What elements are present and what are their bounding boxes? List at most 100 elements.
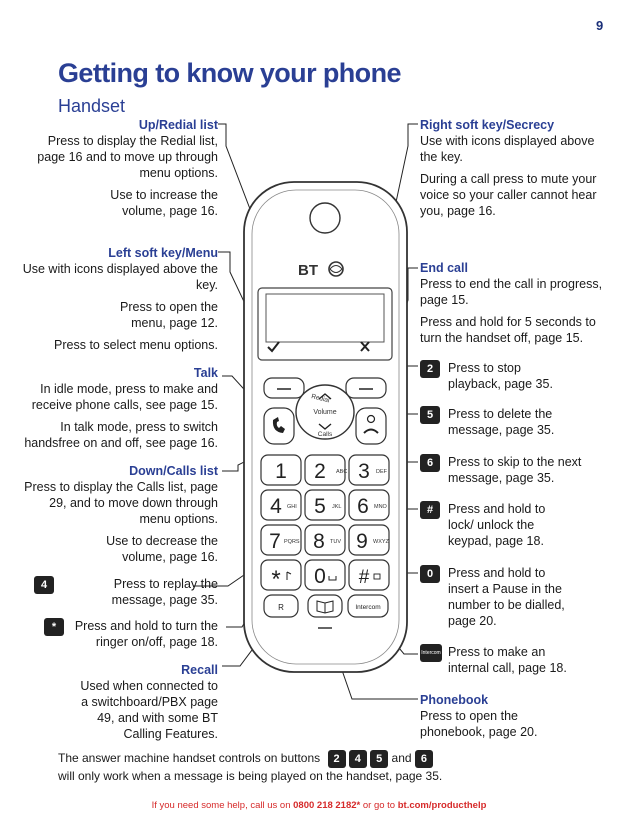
callout-heading: Left soft key/Menu bbox=[108, 246, 218, 260]
callout-text: Press to open the phonebook, page 20. bbox=[420, 709, 538, 739]
callout-text: Press to display the Calls list, page 29… bbox=[24, 480, 218, 526]
nav-up-arrow-icon bbox=[318, 393, 332, 400]
callout-text: In idle mode, press to make and receive … bbox=[31, 382, 218, 412]
callout-key-star: * Press and hold to turn the ringer on/o… bbox=[44, 618, 218, 650]
intercom-key-icon: Intercom bbox=[420, 644, 442, 662]
callout-text: Press to select menu options. bbox=[54, 338, 218, 352]
callout-heading: Right soft key/Secrecy bbox=[420, 118, 555, 132]
display-screen bbox=[265, 293, 385, 343]
key-star[interactable]: * bbox=[260, 559, 302, 593]
key-5[interactable]: 5 JKL bbox=[304, 489, 346, 521]
callout-text: Press to replay the message, page 35. bbox=[111, 577, 218, 607]
key-intercom[interactable]: Intercom bbox=[347, 594, 389, 618]
svg-text:TUV: TUV bbox=[330, 539, 341, 545]
svg-text:R: R bbox=[278, 603, 284, 612]
key-9[interactable]: 9 WXYZ bbox=[348, 524, 390, 556]
svg-text:4: 4 bbox=[270, 495, 282, 518]
page-title: Getting to know your phone bbox=[58, 58, 401, 88]
navigation-key[interactable] bbox=[295, 384, 355, 440]
power-icon bbox=[366, 414, 376, 424]
key-2-icon: 2 bbox=[327, 750, 346, 768]
brand-globe-icon bbox=[328, 261, 344, 277]
svg-text:2: 2 bbox=[314, 460, 326, 483]
key-1[interactable]: 1 bbox=[260, 454, 302, 486]
left-soft-key[interactable] bbox=[263, 377, 305, 399]
callout-left-soft-key: Left soft key/Menu Use with icons displa… bbox=[6, 245, 218, 353]
svg-text:5: 5 bbox=[314, 495, 326, 518]
callout-right-soft-key: Right soft key/Secrecy Use with icons di… bbox=[420, 117, 612, 219]
svg-text:Intercom: Intercom bbox=[355, 604, 380, 611]
end-call-key[interactable] bbox=[355, 407, 387, 445]
key-phonebook[interactable] bbox=[307, 594, 343, 618]
key-8[interactable]: 8 TUV bbox=[304, 524, 346, 556]
key-4[interactable]: 4 GHI bbox=[260, 489, 302, 521]
page-number: 9 bbox=[596, 18, 604, 33]
key-4-icon: 4 bbox=[34, 576, 54, 594]
callout-key-hash: # Press and hold to lock/ unlock the key… bbox=[420, 501, 600, 549]
callout-recall: Recall Used when connected to a switchbo… bbox=[78, 662, 218, 742]
key-3[interactable]: 3 DEF bbox=[348, 454, 390, 486]
callout-heading: End call bbox=[420, 261, 468, 275]
svg-text:7: 7 bbox=[269, 530, 281, 553]
callout-text: Press to stop playback, page 35. bbox=[448, 361, 553, 391]
callout-text: Press to display the Redial list, page 1… bbox=[37, 134, 218, 180]
svg-text:6: 6 bbox=[357, 495, 369, 518]
callout-text: Press to delete the message, page 35. bbox=[448, 407, 555, 437]
callout-text: In talk mode, press to switch handsfree … bbox=[24, 420, 218, 450]
cross-icon bbox=[360, 341, 370, 352]
note-line-1: The answer machine handset controls on b… bbox=[58, 748, 578, 768]
callout-up-redial: Up/Redial list Press to display the Redi… bbox=[6, 117, 218, 219]
key-4-icon: 4 bbox=[348, 750, 367, 768]
lock-icon bbox=[373, 573, 381, 580]
footer-phone: 0800 218 2182* bbox=[293, 800, 361, 811]
callout-key-5: 5 Press to delete the message, page 35. bbox=[420, 406, 600, 438]
key-7[interactable]: 7 PQRS bbox=[260, 524, 302, 556]
phonebook-icon bbox=[316, 600, 334, 614]
callout-intercom: Intercom Press to make an internal call,… bbox=[420, 644, 600, 676]
key-2[interactable]: 2 ABC bbox=[304, 454, 347, 486]
right-soft-key[interactable] bbox=[345, 377, 387, 399]
earpiece bbox=[309, 202, 341, 234]
ringer-note-icon bbox=[286, 571, 292, 580]
space-icon bbox=[328, 576, 337, 581]
key-6[interactable]: 6 MNO bbox=[348, 489, 390, 521]
talk-key[interactable] bbox=[263, 407, 295, 445]
callout-heading: Phonebook bbox=[420, 693, 489, 707]
key-hash[interactable]: # bbox=[348, 559, 390, 591]
svg-text:9: 9 bbox=[356, 530, 368, 553]
svg-text:0: 0 bbox=[314, 565, 326, 588]
key-2-icon: 2 bbox=[420, 360, 440, 378]
callout-text: Use to increase the volume, page 16. bbox=[110, 188, 218, 218]
svg-text:1: 1 bbox=[275, 460, 287, 483]
footer-text: If you need some help, call us on bbox=[151, 800, 291, 811]
key-star-icon: * bbox=[44, 618, 64, 636]
note-and: and bbox=[391, 751, 412, 765]
key-5-icon: 5 bbox=[420, 406, 440, 424]
callout-down-calls: Down/Calls list Press to display the Cal… bbox=[6, 463, 218, 565]
callout-text: Press and hold to insert a Pause in the … bbox=[448, 566, 565, 628]
key-6-icon: 6 bbox=[414, 750, 433, 768]
key-0-icon: 0 bbox=[420, 565, 440, 583]
callout-text: Press to open the menu, page 12. bbox=[120, 300, 218, 330]
key-hash-icon: # bbox=[420, 501, 440, 519]
callout-heading: Down/Calls list bbox=[129, 464, 218, 478]
note-line-2: will only work when a message is being p… bbox=[58, 769, 443, 783]
nav-down-arrow-icon bbox=[318, 423, 332, 430]
end-call-icon bbox=[363, 428, 379, 434]
callout-heading: Up/Redial list bbox=[138, 118, 218, 132]
svg-text:DEF: DEF bbox=[376, 469, 388, 475]
key-0[interactable]: 0 bbox=[304, 559, 346, 591]
footer-url-link[interactable]: bt.com/producthelp bbox=[397, 800, 487, 811]
footer-text: or go to bbox=[362, 800, 396, 811]
nav-center-label: Volume bbox=[313, 409, 336, 416]
svg-text:3: 3 bbox=[358, 460, 370, 483]
footer-help: If you need some help, call us on 0800 2… bbox=[0, 800, 638, 811]
key-recall[interactable]: R bbox=[263, 594, 299, 618]
callout-end-call: End call Press to end the call in progre… bbox=[420, 260, 612, 346]
callout-key-0: 0 Press and hold to insert a Pause in th… bbox=[420, 565, 600, 629]
svg-text:*: * bbox=[271, 566, 280, 593]
callout-phonebook: Phonebook Press to open the phonebook, p… bbox=[420, 692, 600, 740]
key-5-icon: 5 bbox=[370, 750, 389, 768]
svg-text:PQRS: PQRS bbox=[284, 539, 300, 545]
